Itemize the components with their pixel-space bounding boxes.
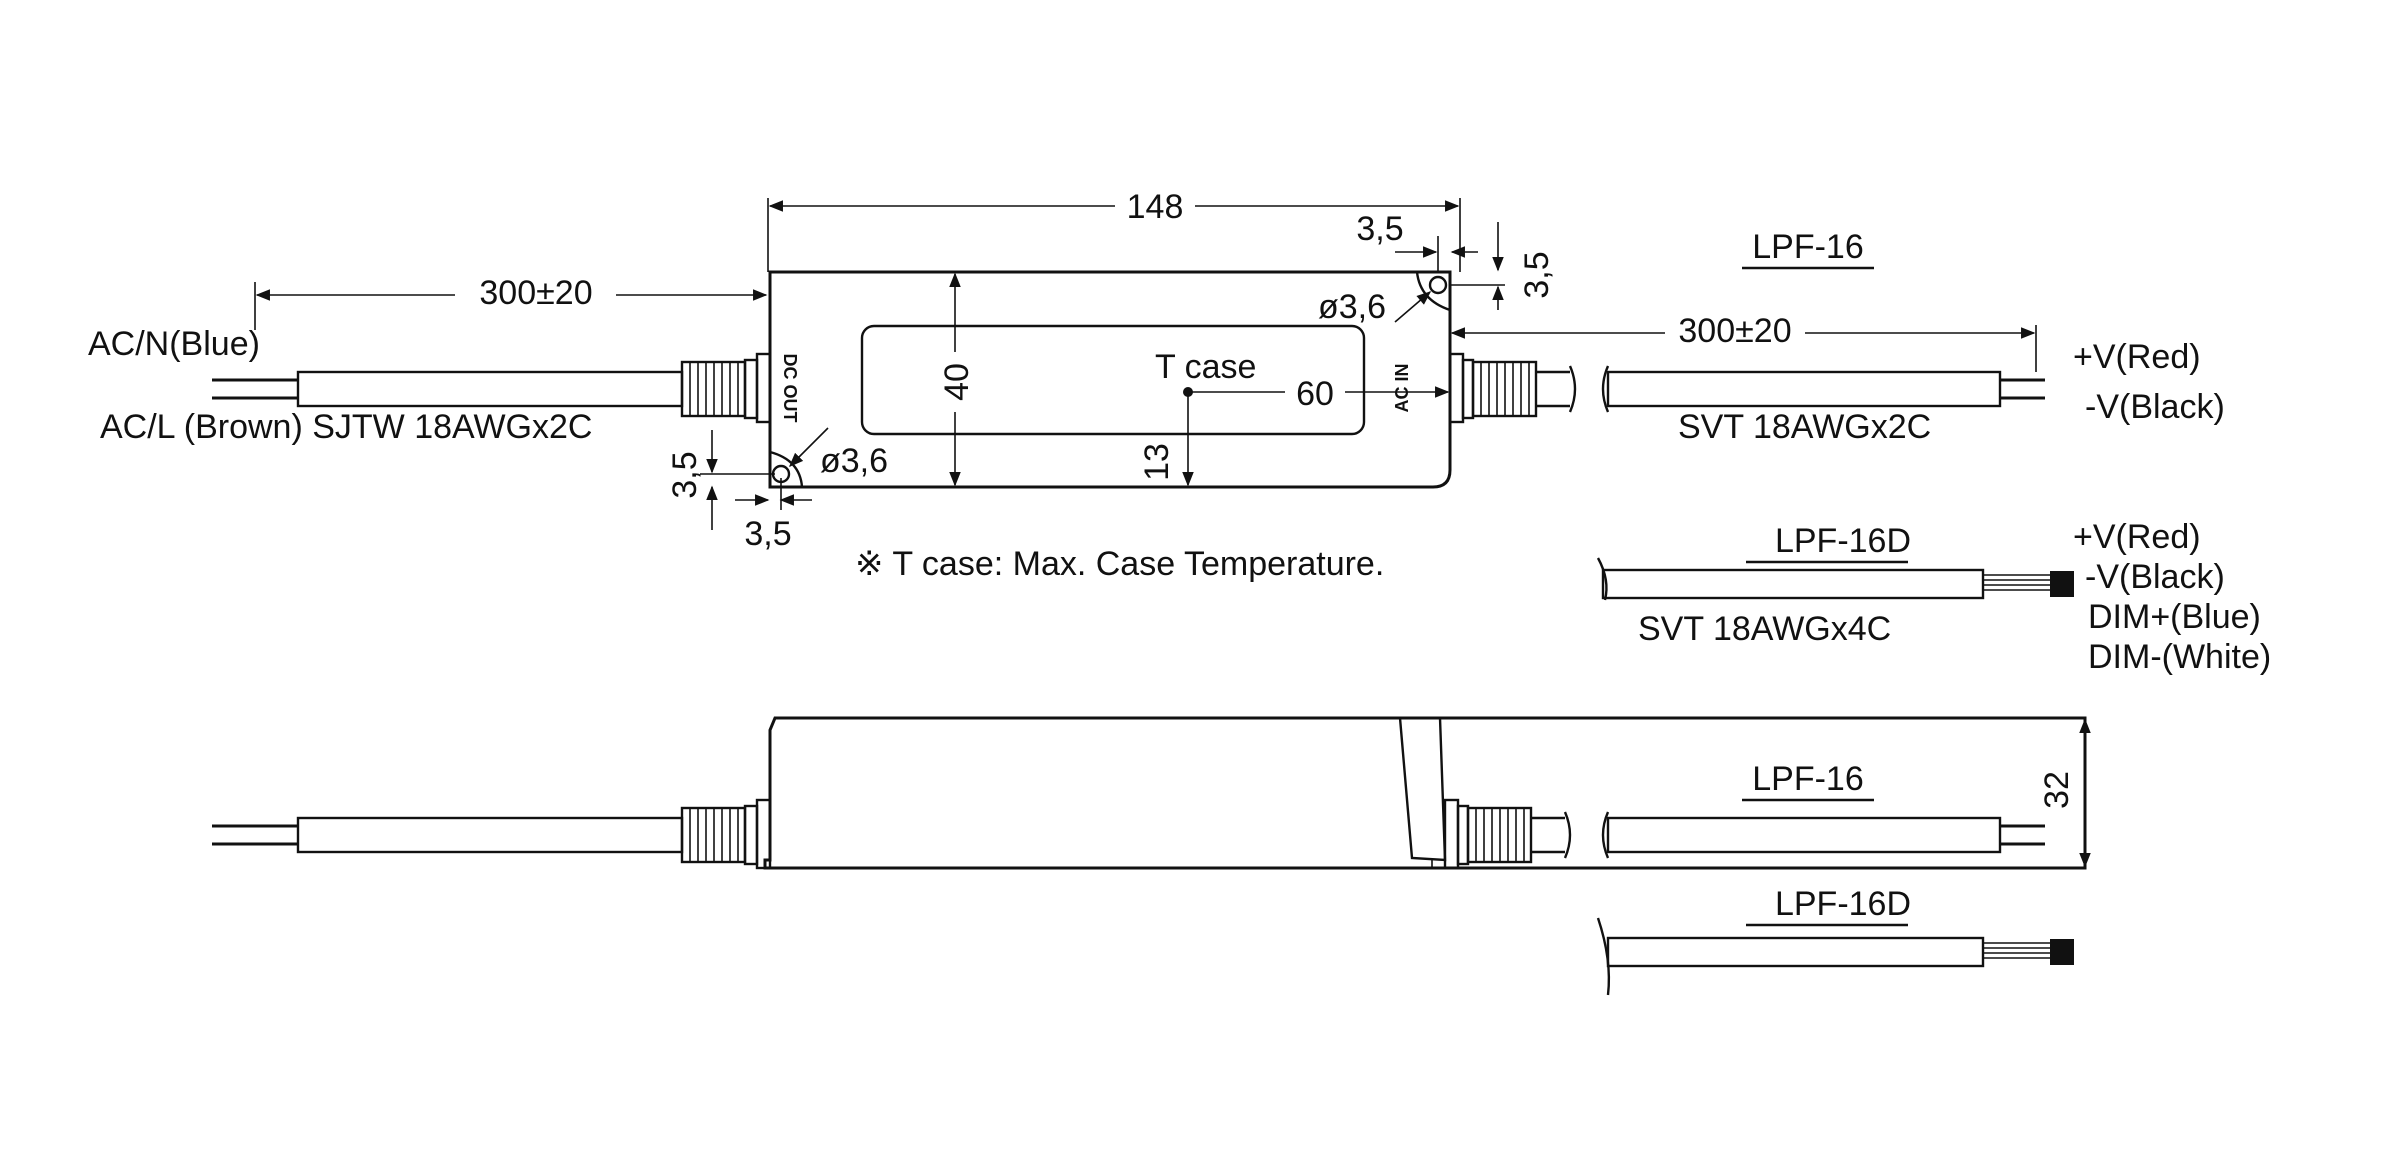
lpf16d-side-cable: LPF-16D [1596,885,2074,996]
ac-n-label: AC/N(Blue) [88,325,260,363]
top-housing [768,270,1452,489]
right-cable [1606,370,2002,408]
top-right-hole [1428,275,1448,295]
tcase-point [1183,387,1193,397]
svt-4c-label: SVT 18AWGx4C [1638,610,1891,648]
out-pos-label: +V(Red) [2073,338,2201,376]
dim-60: 60 [1296,375,1334,413]
d-dimn-label: DIM-(White) [2088,638,2271,676]
right-strain-relief [1471,360,1538,418]
model-lpf16d: LPF-16D [1775,522,1911,560]
left-cable [296,370,684,408]
side-housing [763,716,2087,870]
dim-3-5-top-h: 3,5 [1356,210,1403,248]
dim-13: 13 [1138,443,1176,481]
ac-l-label: AC/L (Brown) SJTW 18AWGx2C [100,408,592,446]
dim-right-cable: 300±20 [1678,312,1791,350]
side-view: 32 LPF-16 [212,716,2091,870]
dim-148: 148 [1127,188,1184,226]
svt-2c-label: SVT 18AWGx2C [1678,408,1931,446]
dim-32: 32 [2038,771,2076,809]
model-lpf16: LPF-16 [1752,228,1864,266]
d-dimp-label: DIM+(Blue) [2088,598,2261,636]
tcase-label: T case [1155,348,1256,386]
model-lpf16d-side: LPF-16D [1775,885,1911,923]
d-pos-label: +V(Red) [2073,518,2201,556]
ac-in-marking: AC IN [1392,364,1412,413]
top-label-area [860,324,1366,436]
dc-out-marking: DC OUT [780,354,800,423]
tcase-note: ※ T case: Max. Case Temperature. [855,545,1384,583]
dim-3-5-bottom-h: 3,5 [744,515,791,553]
dim-3-5-top-v: 3,5 [1518,251,1556,298]
side-right-strain-relief [1466,806,1533,864]
dim-40: 40 [938,363,976,401]
d-neg-label: -V(Black) [2085,558,2225,596]
dim-3-5-bottom-v: 3,5 [666,451,704,498]
top-view: 148 300±20 300±20 3,5 3,5 ø3,6 ø3,6 3,5 [212,188,2045,553]
dim-left-cable: 300±20 [479,274,592,312]
model-lpf16-side: LPF-16 [1752,760,1864,798]
lpf16d-top-cable: LPF-16D [1596,522,2074,601]
side-left-strain-relief [680,806,747,864]
left-strain-relief [680,360,747,418]
hole-bottom-label: ø3,6 [820,442,888,480]
out-neg-label: -V(Black) [2085,388,2225,426]
hole-top-label: ø3,6 [1318,288,1386,326]
